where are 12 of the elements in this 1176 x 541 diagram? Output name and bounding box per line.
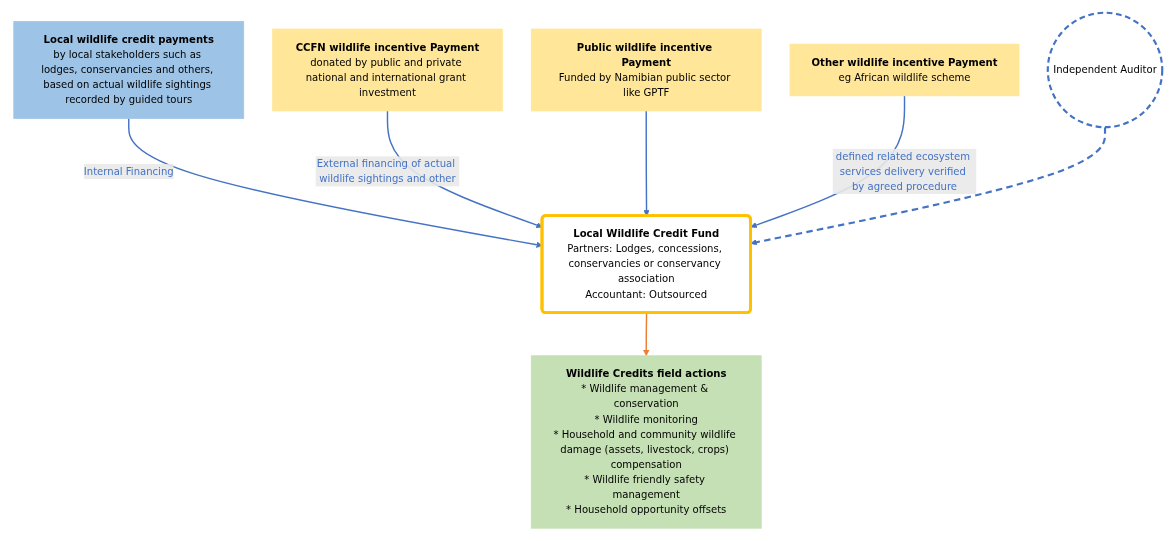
arrow [128, 117, 543, 248]
arrow [750, 127, 1107, 246]
edge-label: defined related ecosystem services delivery verified by agreed procedure [835, 150, 970, 192]
node-box: Local wildlife credit payments by local stakeholders such as lodges, conservancies and others, based on actual wildlife sightings recorded by guided tours [13, 21, 245, 119]
node-box: Wildlife Credits field actions * Wildlife management & conservation * Wildlife monitoring * Household and community wildlife damage (assets, livestock, crops) compensation * Wildlife friendly safety management * Household opportunity offsets [530, 355, 762, 529]
node-box: CCFN wildlife incentive Payment donated by public and private national and international grant investment [272, 28, 503, 112]
edge-label: Internal Financing [83, 165, 174, 177]
arrow [643, 312, 650, 357]
node-circle: Independent Auditor [1046, 11, 1164, 129]
edge-label: External financing of actual wildlife sightings and other [316, 157, 456, 185]
node-box: Public wildlife incentive Payment Funded by Namibian public sector like GPTF [530, 28, 762, 112]
node-box: Other wildlife incentive Payment eg African wildlife scheme [789, 43, 1020, 97]
